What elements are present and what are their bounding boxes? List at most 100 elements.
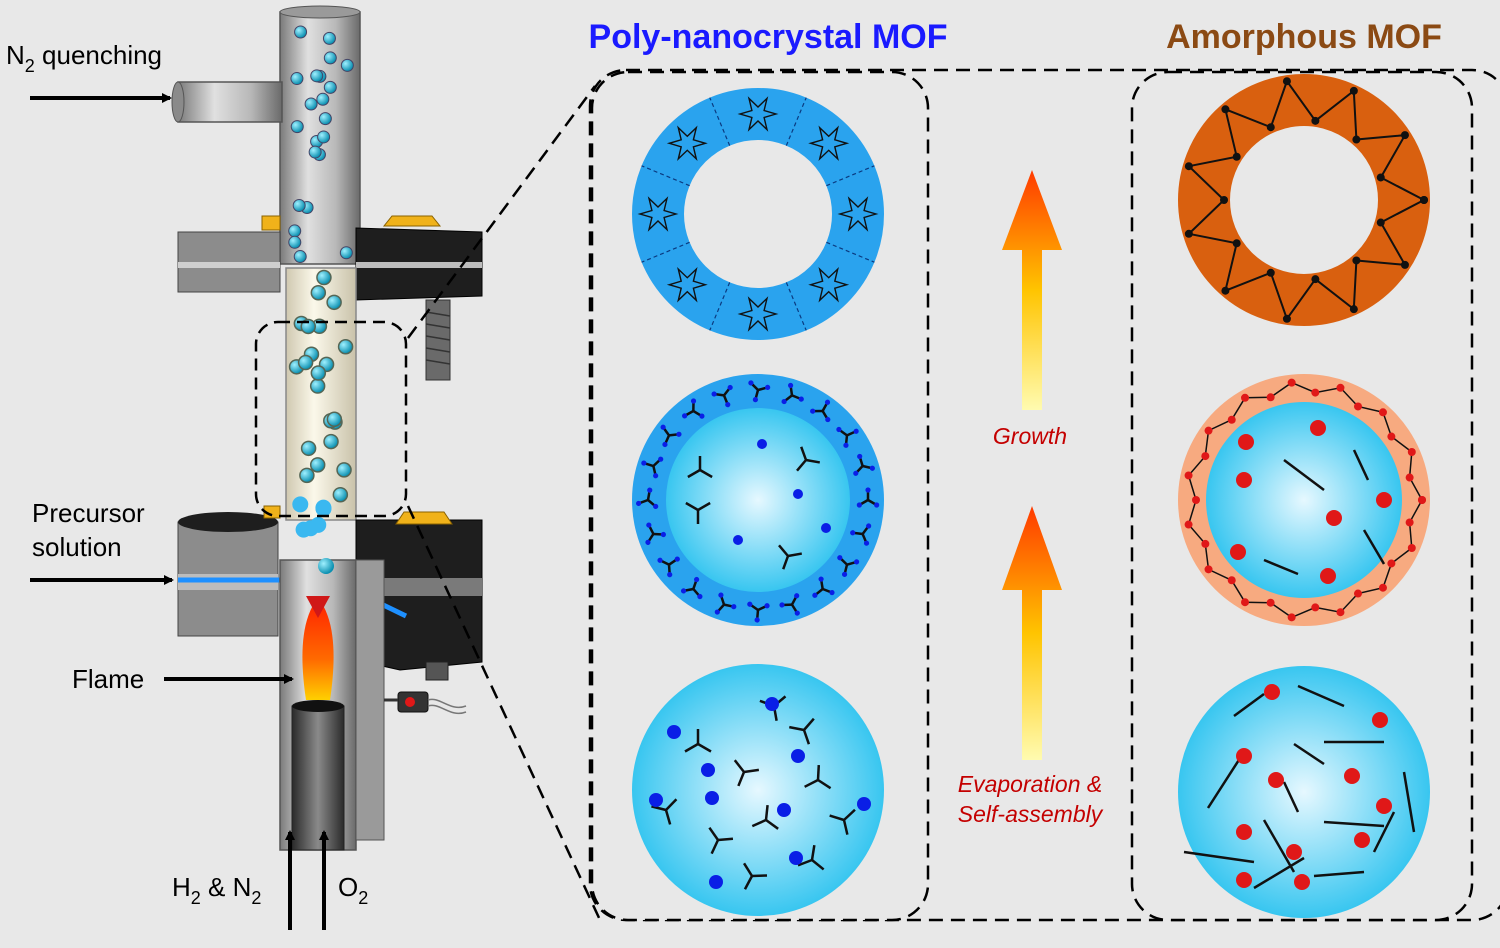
shell-node: [1354, 402, 1362, 410]
metal-ion: [1230, 544, 1246, 560]
particle: [305, 98, 317, 110]
shell-node: [1192, 496, 1200, 504]
network-node: [1352, 136, 1360, 144]
n2-quenching-label: N2 quenching: [6, 40, 162, 76]
particle: [299, 356, 313, 370]
metal-ion: [1326, 510, 1342, 526]
metal-ion: [821, 523, 831, 533]
particle: [292, 496, 308, 512]
network-node: [1221, 105, 1229, 113]
metal-ion: [667, 725, 681, 739]
network-node: [1233, 153, 1241, 161]
network-node: [1283, 315, 1291, 323]
particle: [309, 146, 321, 158]
particle: [295, 26, 307, 38]
shell-node: [1408, 544, 1416, 552]
network-node: [1401, 261, 1409, 269]
evaporation-arrow: [1002, 506, 1062, 760]
network-node: [1377, 173, 1385, 181]
shell-node: [1205, 565, 1213, 573]
metal-ion: [649, 793, 663, 807]
particle: [317, 93, 329, 105]
particle: [333, 488, 347, 502]
particle: [291, 73, 303, 85]
shell-node: [1418, 496, 1426, 504]
particle: [317, 271, 331, 285]
shell-node: [1336, 608, 1344, 616]
particle: [302, 441, 316, 455]
growth-arrow: [1002, 170, 1062, 410]
metal-ion: [1372, 712, 1388, 728]
amorphous-title: Amorphous MOF: [1166, 18, 1442, 56]
network-node: [1420, 196, 1428, 204]
shell-node: [1387, 559, 1395, 567]
shell-node: [1379, 584, 1387, 592]
metal-ion: [1236, 872, 1252, 888]
metal-ion: [701, 763, 715, 777]
shell-node: [1185, 521, 1193, 529]
shell-node: [1379, 408, 1387, 416]
metal-ion: [1236, 472, 1252, 488]
network-node: [1401, 131, 1409, 139]
metal-ion: [1264, 684, 1280, 700]
metal-ion: [1268, 772, 1284, 788]
bolt-head: [262, 216, 280, 230]
poly-core: [666, 408, 850, 592]
linker-node: [865, 487, 870, 492]
inner-nozzle: [292, 706, 344, 850]
particle: [289, 236, 301, 248]
network-node: [1267, 123, 1275, 131]
network-node: [1220, 196, 1228, 204]
shell-node: [1311, 389, 1319, 397]
droplet: [318, 558, 334, 574]
shell-node: [1205, 427, 1213, 435]
amorphous-shell-stage: [1178, 374, 1430, 626]
metal-ion: [1238, 434, 1254, 450]
poly-droplet: [632, 664, 884, 916]
shell-node: [1406, 474, 1414, 482]
shell-node: [1241, 394, 1249, 402]
particle: [300, 468, 314, 482]
metal-ion: [789, 851, 803, 865]
network-node: [1311, 275, 1319, 283]
h2-n2-label: H2 & N2: [172, 872, 261, 908]
particle: [291, 121, 303, 133]
particle: [324, 435, 338, 449]
metal-ion: [857, 797, 871, 811]
shell-node: [1267, 393, 1275, 401]
linker-node: [857, 502, 862, 507]
particle: [339, 340, 353, 354]
particle: [296, 522, 312, 538]
shell-node: [1288, 379, 1296, 387]
network-node: [1311, 117, 1319, 125]
metal-ion: [1310, 420, 1326, 436]
metal-ion: [1236, 748, 1252, 764]
shell-node: [1408, 448, 1416, 456]
particle: [324, 81, 336, 93]
network-node: [1221, 287, 1229, 295]
shell-node: [1406, 518, 1414, 526]
shell-node: [1288, 613, 1296, 621]
particle: [310, 517, 326, 533]
particle: [318, 131, 330, 143]
poly-title: Poly-nanocrystal MOF: [589, 18, 948, 56]
particle: [311, 379, 325, 393]
particle: [289, 225, 301, 237]
linker-node: [874, 502, 879, 507]
bolt-head: [396, 512, 452, 524]
shell-node: [1241, 598, 1249, 606]
particle: [311, 70, 323, 82]
amorphous-core: [1206, 402, 1402, 598]
shell-node: [1311, 603, 1319, 611]
shell-node: [1228, 576, 1236, 584]
growth-label: Growth: [993, 423, 1067, 449]
particle: [324, 52, 336, 64]
network-node: [1350, 305, 1358, 313]
metal-ion: [1344, 768, 1360, 784]
flame-label: Flame: [72, 664, 144, 694]
amorphous-droplet-stage: [1178, 666, 1430, 918]
network-node: [1185, 230, 1193, 238]
network-node: [1350, 87, 1358, 95]
metal-ion: [1320, 568, 1336, 584]
